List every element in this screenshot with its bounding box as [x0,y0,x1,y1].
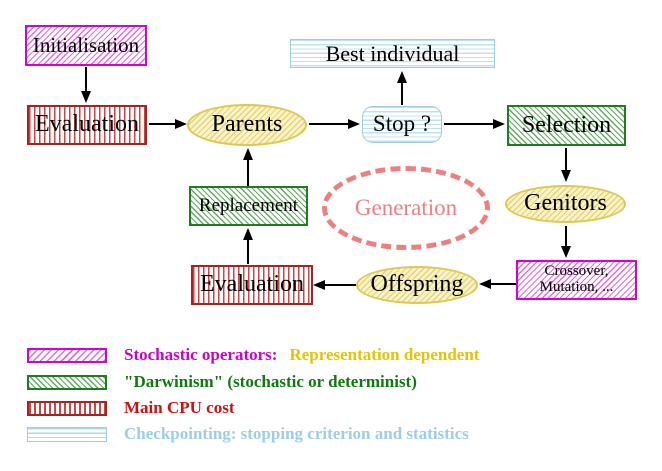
legend-swatch-magenta-hatch [27,347,107,363]
legend-label-checkpointing: Checkpointing: stopping criterion and st… [124,424,469,443]
node-evaluation-bottom: Evaluation [191,265,313,305]
legend-row-darwinism: "Darwinism" (stochastic or determinist) [27,372,417,392]
legend-label-darwinism: "Darwinism" (stochastic or determinist) [124,372,417,391]
legend-row-checkpointing: Checkpointing: stopping criterion and st… [27,424,469,444]
node-genitors: Genitors [505,185,626,223]
legend-row-stochastic-operators: Stochastic operators: Representation dep… [27,345,479,365]
node-replacement: Replacement [189,186,308,226]
node-evaluation-top: Evaluation [27,105,147,145]
legend-swatch-red-stripes [27,400,107,416]
legend-swatch-green-hatch [27,374,107,390]
node-best-individual: Best individual [290,39,495,68]
node-initialisation: Initialisation [25,25,147,66]
crossover-line1: Crossover, [544,263,609,280]
legend-label-representation-dependent: Representation dependent [289,345,480,364]
node-offspring: Offspring [356,266,478,304]
crossover-line2: Mutation, ... [539,279,614,295]
legend-label-main-cpu-cost: Main CPU cost [124,398,235,417]
legend-swatch-cyan-stripes [27,426,107,442]
node-parents: Parents [187,104,307,146]
node-selection: Selection [507,105,626,146]
legend-label-stochastic-operators: Stochastic operators: [124,345,278,364]
node-stop: Stop ? [362,106,442,143]
node-crossover-mutation: Crossover, Mutation, ... [516,260,637,300]
legend-row-main-cpu-cost: Main CPU cost [27,398,234,418]
node-generation: Generation [322,166,490,250]
